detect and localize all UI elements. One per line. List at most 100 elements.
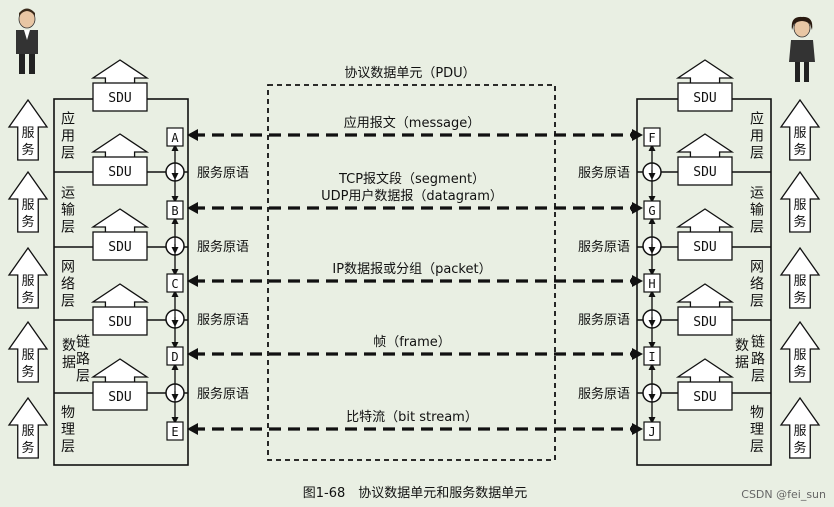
left-layer-name: 网 [61,260,75,276]
watermark: CSDN @fei_sun [741,488,826,501]
right-layer-name: 层 [750,294,764,310]
right-layer-name: 网 [750,260,764,276]
left-layer-name-part: 层 [76,369,90,385]
left-layer-name-part: 数 [62,338,76,354]
pdu-arrow-left-head-icon [187,129,198,141]
left-service-primitive-label: 服务原语 [197,312,249,328]
left-sdu-box [92,381,148,411]
left-service-label-2: 务 [21,364,34,380]
left-service-label-2: 务 [21,290,34,306]
left-layer-name: 运 [61,186,75,202]
left-sdu-label: SDU [108,390,131,405]
right-layer-name: 输 [750,203,764,219]
right-service-label-2: 务 [793,290,806,306]
right-layer-name: 用 [750,129,764,145]
left-sdu-label: SDU [108,315,131,330]
right-layer-name-part: 数 [735,338,749,354]
businessman-icon [16,8,38,74]
right-service-primitive-label: 服务原语 [578,239,630,255]
left-sap-label: C [171,277,178,291]
right-layer-name: 物 [750,405,764,421]
pdu-region [267,84,556,461]
right-service-label-2: 务 [793,364,806,380]
right-sdu-label: SDU [693,91,716,106]
right-sap-box [643,421,661,441]
right-sdu-box [677,82,733,112]
right-layer-name: 运 [750,186,764,202]
figure-caption: 图1-68 协议数据单元和服务数据单元 [303,485,528,501]
right-sap-label: G [648,204,655,218]
left-layer-name: 络 [61,277,75,293]
right-sap-box [643,273,661,293]
left-service-arrow-icon [7,98,49,161]
right-service-label-1: 服 [793,424,806,439]
pdu-arrow-left-head-icon [187,348,198,360]
left-layer-name-part: 链 [76,335,90,351]
pdu-arrow-left-head-icon [187,202,198,214]
right-sdu-label: SDU [693,390,716,405]
left-layer-name: 层 [61,220,75,236]
pdu-arrow-right-head-icon [632,275,643,287]
left-sap-label: D [171,350,178,364]
pdu-label: TCP报文段（segment） [338,172,485,187]
left-service-label-1: 服 [21,348,34,363]
left-sap-label: E [171,425,178,439]
right-layer-name-part: 链 [751,335,765,351]
left-service-label-1: 服 [21,126,34,141]
left-sdu-label: SDU [108,240,131,255]
pdu-arrow-right-head-icon [632,348,643,360]
left-layer-name: 应 [61,111,75,128]
right-layer-name-part: 层 [751,369,765,385]
right-sap-box [643,346,661,366]
left-layer-name: 用 [61,129,75,145]
right-layer-name: 层 [750,146,764,162]
right-sdu-box [677,306,733,336]
right-sap-box [643,200,661,220]
left-service-arrow-icon [7,246,49,309]
pdu-arrow-right-head-icon [632,423,643,435]
left-sdu-box [92,231,148,261]
right-service-arrow-icon [779,98,821,161]
left-service-arrow-icon [7,320,49,383]
right-service-arrow-icon [779,320,821,383]
right-sap-label: I [648,350,655,364]
left-service-arrow-icon [7,396,49,459]
right-service-label-2: 务 [793,142,806,158]
left-sap-box [166,127,184,147]
right-service-primitive-label: 服务原语 [578,165,630,181]
right-sdu-box [677,381,733,411]
right-sdu-box [677,156,733,186]
left-service-arrow-icon [7,170,49,233]
right-sap-label: J [648,425,655,439]
left-layer-name: 物 [61,405,75,421]
pdu-label: UDP用户数据报（datagram） [321,188,503,204]
left-service-primitive-label: 服务原语 [197,165,249,181]
right-sdu-label: SDU [693,315,716,330]
right-service-arrow-icon [779,396,821,459]
businesswoman-icon [789,16,815,82]
pdu-arrow-left-head-icon [187,275,198,287]
pdu-label: 帧（frame） [373,335,451,350]
left-sdu-box [92,156,148,186]
left-service-primitive-label: 服务原语 [197,386,249,402]
right-service-label-1: 服 [793,274,806,289]
left-service-label-2: 务 [21,440,34,456]
left-layer-name-part: 路 [76,352,90,368]
pdu-arrow-left-head-icon [187,423,198,435]
left-layer-name: 理 [61,422,75,438]
right-sap-box [643,127,661,147]
pdu-arrow-right-head-icon [632,202,643,214]
right-sdu-label: SDU [693,240,716,255]
pdu-arrow-right-head-icon [632,129,643,141]
right-layer-name: 层 [750,220,764,236]
left-layer-name: 层 [61,439,75,455]
right-layer-name-part: 路 [751,352,765,368]
right-sdu-label: SDU [693,165,716,180]
pdu-title: 协议数据单元（PDU） [344,66,475,81]
left-sdu-label: SDU [108,91,131,106]
left-layer-name: 层 [61,294,75,310]
left-service-label-2: 务 [21,142,34,158]
left-layer-name-part: 据 [62,355,76,371]
left-sdu-box [92,306,148,336]
